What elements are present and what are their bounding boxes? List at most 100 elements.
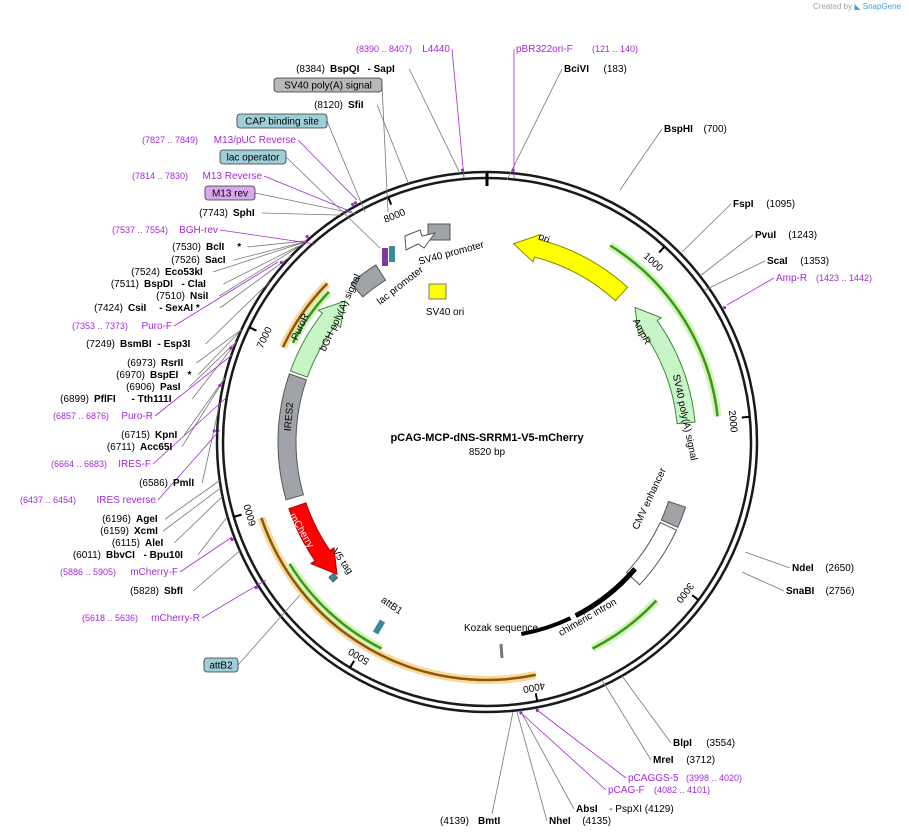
site-extra: - Tth111I (132, 394, 172, 405)
chimeric-intron-arc (574, 567, 638, 618)
leader-line (408, 68, 461, 174)
site-name: RsrII (161, 358, 183, 369)
primer-site-mark (535, 708, 539, 712)
site-pos: (3712) (686, 755, 715, 766)
site-name: BspDI (144, 279, 173, 290)
leader-line (285, 156, 381, 249)
boxed-feature-label: attB2 (209, 661, 233, 672)
site-pos: (6196) (102, 514, 131, 525)
leader-line (699, 234, 754, 277)
leader-line (154, 354, 233, 417)
tick-mark (534, 693, 539, 702)
site-extra: - Esp3I (158, 339, 191, 350)
site-name: SnaBI (786, 586, 815, 597)
site-pos: (6159) (100, 526, 129, 537)
leader-line (704, 260, 766, 291)
leader-line (181, 378, 225, 448)
site-pos: (4135) (582, 816, 611, 827)
primer-range: (1423 .. 1442) (816, 273, 872, 283)
site-name: XcmI (134, 526, 158, 537)
tick-mark (658, 245, 666, 254)
primer-site-mark (305, 234, 309, 239)
attb-green-arc (288, 563, 383, 650)
leader-line (237, 594, 301, 666)
primer-range: (4082 .. 4101) (654, 785, 710, 795)
site-name: NdeI (792, 563, 814, 574)
primer-site-mark (511, 168, 515, 172)
leader-line (726, 277, 775, 306)
leader-line (254, 192, 358, 215)
boxed-feature-tag (204, 185, 256, 201)
site-extra: - Bpu10I (144, 550, 184, 561)
tick-label: 3000 (673, 580, 695, 605)
site-pos: (6973) (127, 358, 156, 369)
tick-mark (349, 660, 355, 669)
leader-line (212, 241, 307, 273)
v5-tag-box (328, 572, 339, 583)
site-pos: - PspXI (4129) (609, 804, 673, 815)
site-name: NheI (549, 816, 571, 827)
leader-line (234, 240, 307, 261)
site-name: MreI (653, 755, 674, 766)
bgh-polya-box (350, 264, 387, 298)
leader-line (192, 550, 241, 592)
primer-site-mark (460, 168, 465, 172)
site-pos: (6970) (116, 370, 145, 381)
site-pos: (1095) (766, 199, 795, 210)
site-pos: (6711) (107, 442, 135, 453)
cap-site-box (382, 248, 388, 266)
primer-site-mark (519, 711, 523, 715)
primer-site-mark (279, 260, 283, 265)
leader-line (173, 261, 279, 327)
site-pos: (700) (704, 124, 727, 135)
leader-line (326, 120, 366, 213)
leader-line (197, 516, 228, 556)
amp-orf-arc (609, 244, 719, 417)
primer-range: (7827 .. 7849) (142, 135, 198, 145)
leader-line (179, 536, 233, 573)
primer-site-mark (212, 429, 216, 433)
primer-name: M13 Reverse (203, 171, 263, 182)
mcherry-arrow (288, 502, 338, 576)
site-name: KpnI (155, 430, 177, 441)
leader-line (162, 487, 222, 532)
site-extra: - SexAI * (159, 303, 200, 314)
leader-line (205, 281, 270, 345)
backbone-outer (215, 170, 759, 714)
primer-name: BGH-rev (179, 225, 218, 236)
leader-line (223, 243, 305, 285)
leader-line (621, 675, 672, 744)
site-name: CsiI (128, 303, 147, 314)
leader-line (601, 679, 652, 761)
cmv-enhancer-box (625, 521, 678, 586)
tick-mark (691, 594, 700, 601)
site-pos: (183) (604, 64, 627, 75)
site-name: SfiI (348, 100, 364, 111)
site-name: PflFI (94, 394, 116, 405)
leader-line (516, 711, 548, 822)
leader-line (506, 68, 563, 181)
site-name: ScaI (767, 256, 788, 267)
site-name: SphI (233, 208, 255, 219)
primer-range: (5886 .. 5905) (60, 567, 116, 577)
primer-range: (7353 .. 7373) (72, 321, 128, 331)
leader-line (741, 571, 785, 592)
ampr-arrow (634, 306, 696, 425)
site-name: BmtI (478, 816, 500, 827)
ori-arrow (512, 233, 629, 302)
site-pos: (2650) (825, 563, 854, 574)
puro-green-arc (291, 291, 330, 344)
site-pos: (6115) (112, 538, 140, 549)
primer-name: Amp-R (776, 273, 807, 284)
leader-line (519, 709, 575, 810)
credit-prefix: Created by (812, 2, 853, 11)
plasmid-name: pCAG-MCP-dNS-SRRM1-V5-mCherry (390, 432, 584, 444)
site-name: SbfI (164, 586, 183, 597)
site-name: BspHI (664, 124, 693, 135)
kozak-box (499, 643, 504, 659)
site-pos: (8384) (296, 64, 325, 75)
site-name: PvuI (755, 230, 776, 241)
tick-label: 8000 (382, 207, 407, 226)
site-name: BciVI (564, 64, 589, 75)
